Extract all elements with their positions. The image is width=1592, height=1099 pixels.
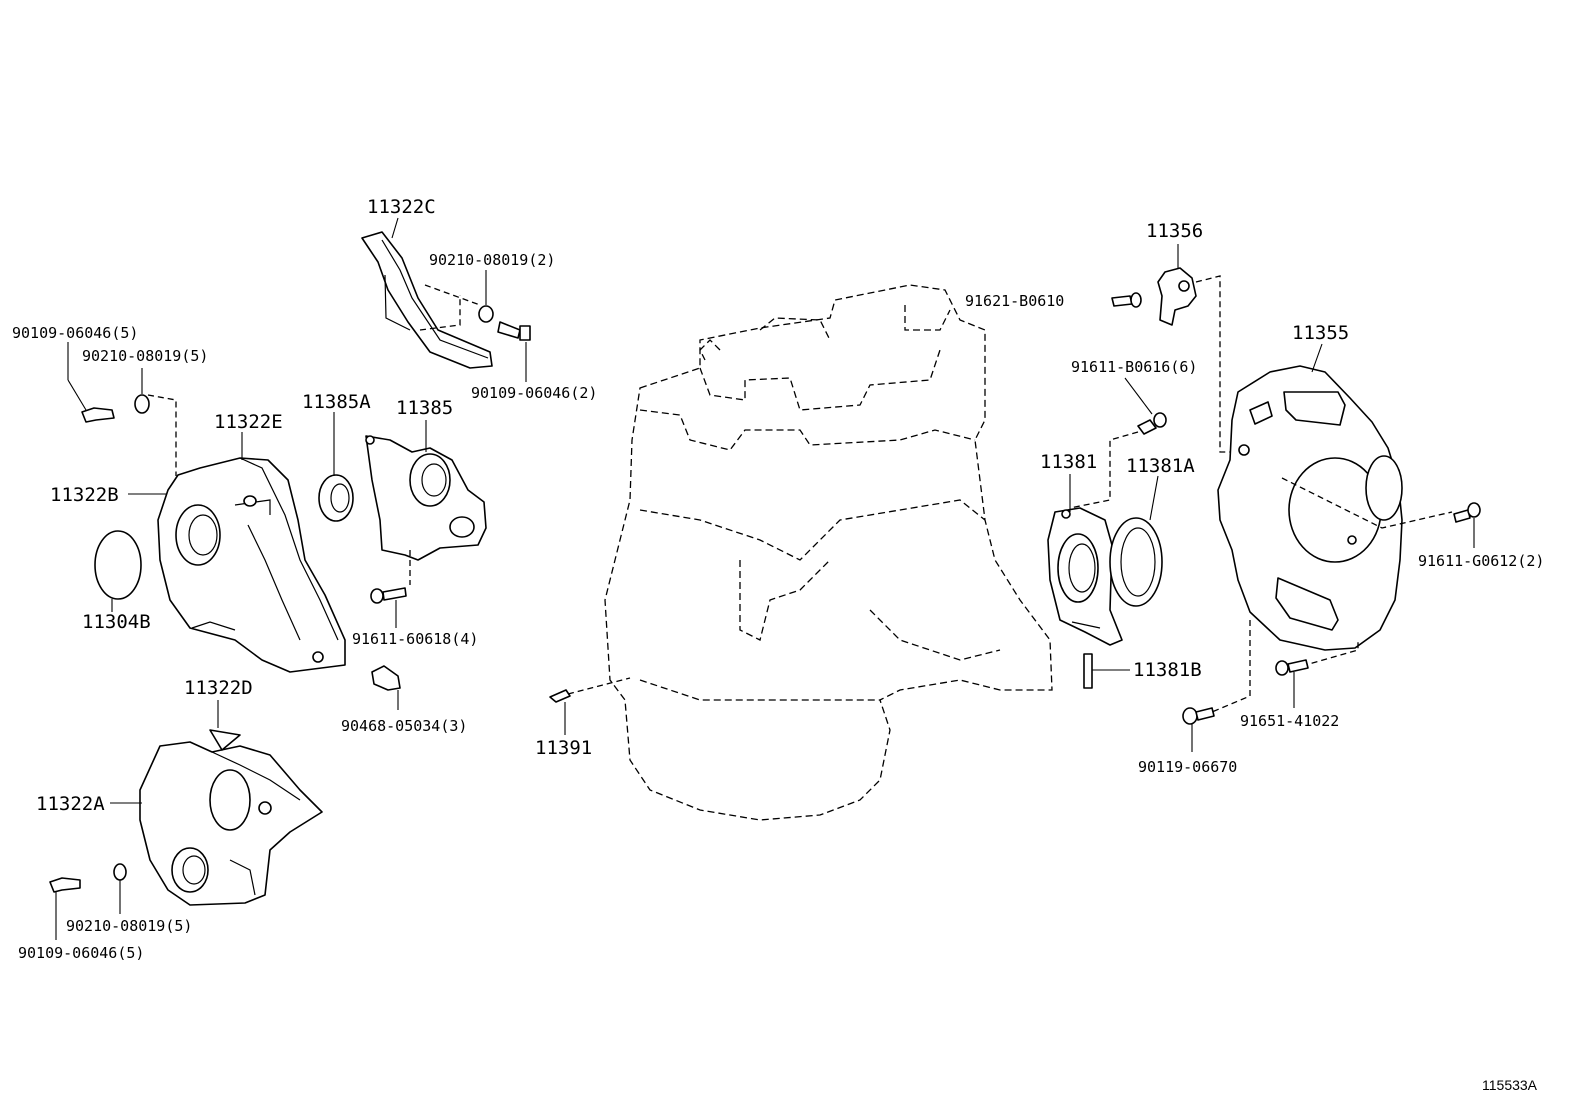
bracket-11356[interactable] [1157, 267, 1197, 326]
oil-seal-11381A[interactable] [1109, 517, 1163, 607]
bolt-icon [49, 877, 81, 893]
label-11322B: 11322B [50, 484, 119, 506]
cap-11304B[interactable] [94, 530, 142, 600]
bolt-icon [370, 587, 407, 604]
figure-id: 115533A [1482, 1077, 1538, 1093]
label-90468-05034-3: 90468-05034(3) [341, 717, 467, 735]
timing-cover-11322A[interactable] [139, 741, 323, 906]
engine-block-outline [604, 284, 1053, 821]
label-11381: 11381 [1040, 451, 1097, 473]
end-plate-11355[interactable] [1217, 365, 1403, 651]
label-90210-08019-2: 90210-08019(2) [429, 251, 555, 269]
bolt-icon [1182, 707, 1215, 725]
nut-icon [134, 394, 150, 414]
label-11322E: 11322E [214, 411, 283, 433]
label-11385A: 11385A [302, 391, 371, 413]
oil-pump-plate-11385[interactable] [365, 435, 487, 561]
bolt-icon [1137, 412, 1167, 435]
timing-cover-11322E[interactable] [157, 457, 346, 673]
label-90109-06046-5-left: 90109-06046(5) [12, 324, 138, 342]
label-11391: 11391 [535, 737, 592, 759]
bolt-icon [81, 407, 115, 423]
clip-icon [371, 665, 401, 691]
oil-seal-11385A[interactable] [318, 474, 354, 522]
timing-cover-bracket-11322C[interactable] [361, 231, 493, 369]
label-90109-06046-5-bottom: 90109-06046(5) [18, 944, 144, 962]
label-11381B: 11381B [1133, 659, 1202, 681]
bolt-icon [1453, 502, 1481, 523]
pin-icon [549, 689, 571, 703]
label-90119-06670: 90119-06670 [1138, 758, 1237, 776]
label-90109-06046-2: 90109-06046(2) [471, 384, 597, 402]
label-91611-60618-4: 91611-60618(4) [352, 630, 478, 648]
label-91621-B0610: 91621-B0610 [965, 292, 1064, 310]
label-11356: 11356 [1146, 220, 1203, 242]
cover-piece-11322D[interactable] [209, 729, 241, 751]
label-11322C: 11322C [367, 196, 436, 218]
label-91651-41022: 91651-41022 [1240, 712, 1339, 730]
nut-icon [113, 863, 127, 881]
label-11322D: 11322D [184, 677, 253, 699]
label-91611-B0616-6: 91611-B0616(6) [1071, 358, 1197, 376]
nut-icon [478, 305, 494, 323]
bolt-icon [497, 321, 531, 341]
label-11385: 11385 [396, 397, 453, 419]
stud-11381B[interactable] [1083, 653, 1093, 689]
label-11381A: 11381A [1126, 455, 1195, 477]
label-11322A: 11322A [36, 793, 105, 815]
bolt-icon [1275, 659, 1309, 676]
bolt-icon [1111, 292, 1142, 308]
seal-retainer-11381[interactable] [1047, 507, 1123, 646]
label-11304B: 11304B [82, 611, 151, 633]
label-90210-08019-5-left: 90210-08019(5) [82, 347, 208, 365]
label-11355: 11355 [1292, 322, 1349, 344]
label-91611-G0612-2: 91611-G0612(2) [1418, 552, 1544, 570]
label-90210-08019-5-bottom: 90210-08019(5) [66, 917, 192, 935]
